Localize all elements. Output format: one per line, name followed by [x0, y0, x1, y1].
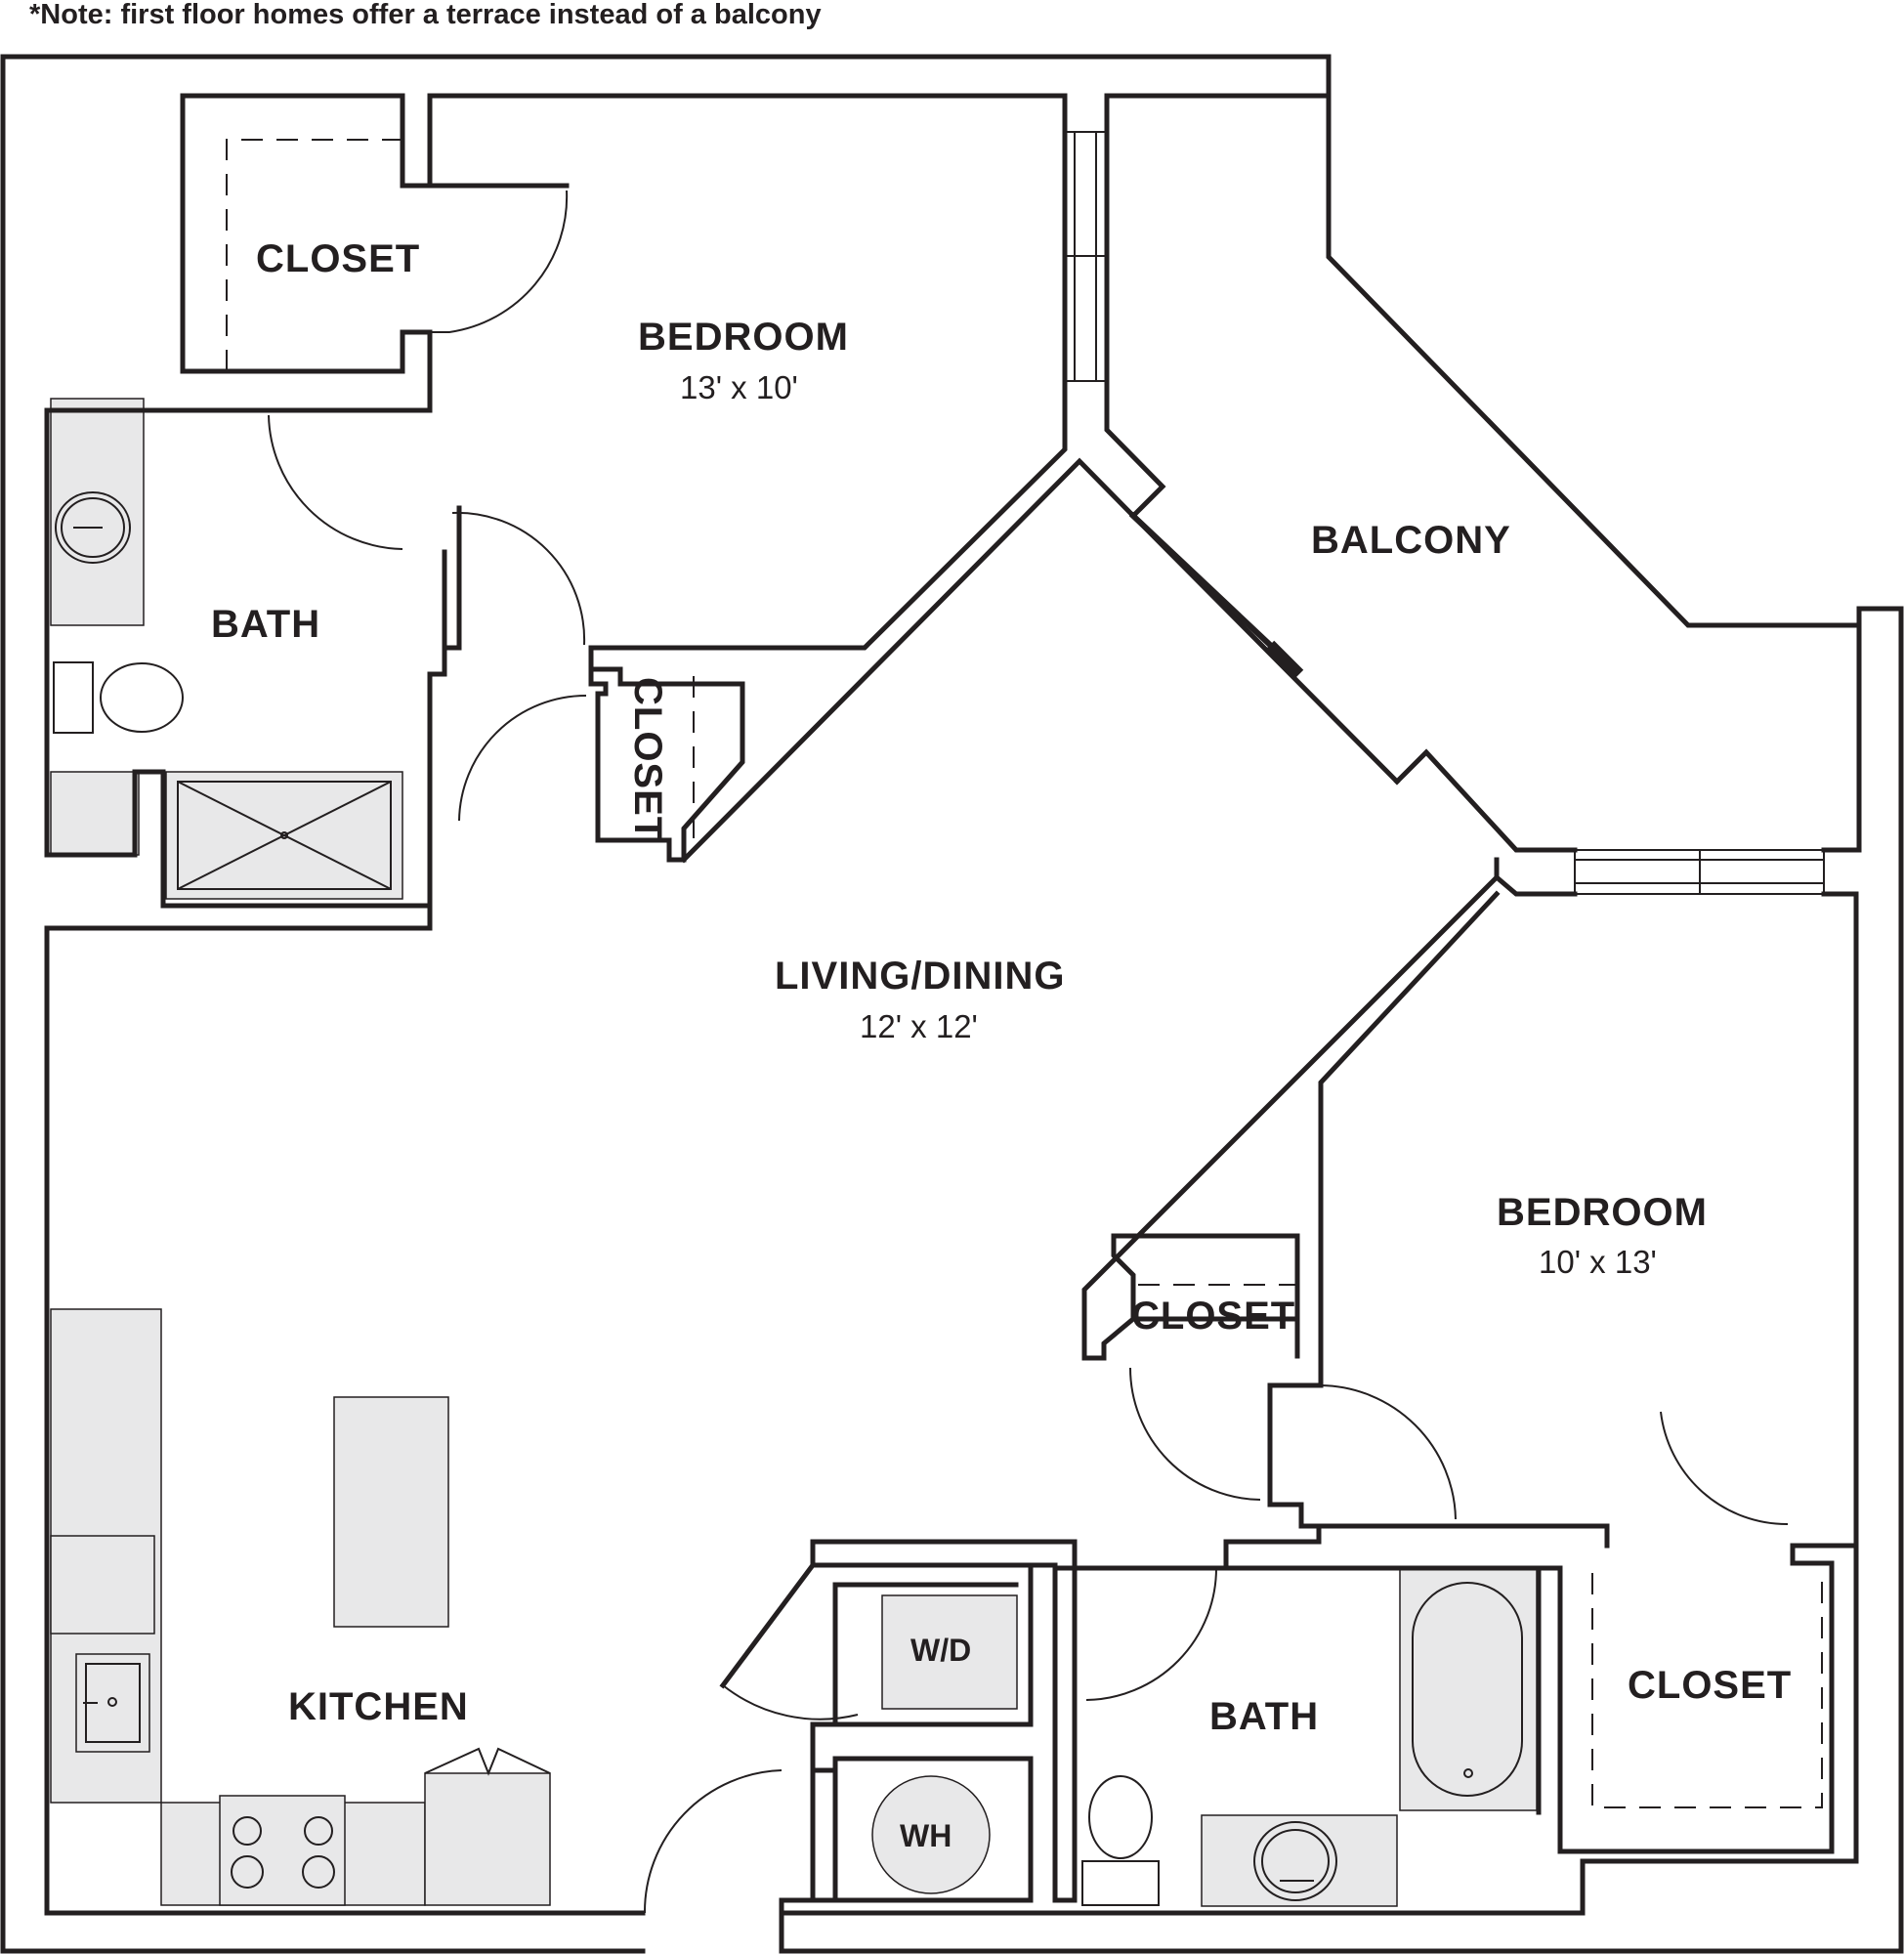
room-labels: CLOSET BEDROOM 13' x 10' BALCONY BATH CL… — [211, 237, 1792, 1853]
stove-icon — [219, 1795, 346, 1906]
washer-dryer-label: W/D — [910, 1633, 971, 1668]
dishwasher — [50, 1535, 155, 1635]
bath-2-fixtures — [1081, 1567, 1538, 1907]
toilet-1-icon — [53, 661, 94, 734]
bath-1-counter — [50, 771, 140, 856]
balcony-label: BALCONY — [1311, 519, 1511, 562]
kitchen-counters — [50, 1308, 551, 1906]
windows — [1064, 131, 1825, 895]
bedroom-1-label: BEDROOM — [638, 316, 849, 359]
bedroom-2-label: BEDROOM — [1497, 1191, 1708, 1234]
closet-1-shelf — [226, 139, 402, 371]
living-dining-dims: 12' x 12' — [860, 1008, 978, 1044]
refrigerator-icon — [424, 1772, 551, 1906]
bath-1-label: BATH — [211, 603, 320, 646]
closet-2-label: CLOSET — [626, 677, 669, 841]
kitchen-label: KITCHEN — [288, 1685, 469, 1728]
closet-4-label: CLOSET — [1628, 1664, 1792, 1707]
closet-4-shelf — [1591, 1573, 1823, 1808]
washer-dryer — [881, 1594, 1018, 1710]
living-dining-label: LIVING/DINING — [775, 955, 1065, 998]
note-text: *Note: first floor homes offer a terrace… — [29, 0, 822, 30]
bath-1-fixtures — [50, 398, 403, 900]
sink-2-icon — [1253, 1821, 1337, 1901]
water-heater — [871, 1775, 991, 1894]
bedroom-2-dims: 10' x 13' — [1539, 1244, 1657, 1280]
water-heater-label: WH — [900, 1818, 952, 1853]
sink-1-icon — [55, 491, 131, 564]
closet-3-label: CLOSET — [1131, 1295, 1295, 1338]
walls — [0, 54, 1904, 1954]
toilet-2-icon — [1088, 1775, 1153, 1859]
bathtub-2 — [1399, 1567, 1538, 1811]
doors — [268, 190, 1789, 1914]
kitchen-island — [333, 1396, 449, 1628]
closet-1-label: CLOSET — [256, 237, 420, 280]
vanity-1 — [50, 398, 145, 626]
bath-2-label: BATH — [1209, 1695, 1319, 1738]
bedroom-1-dims: 13' x 10' — [680, 369, 798, 405]
